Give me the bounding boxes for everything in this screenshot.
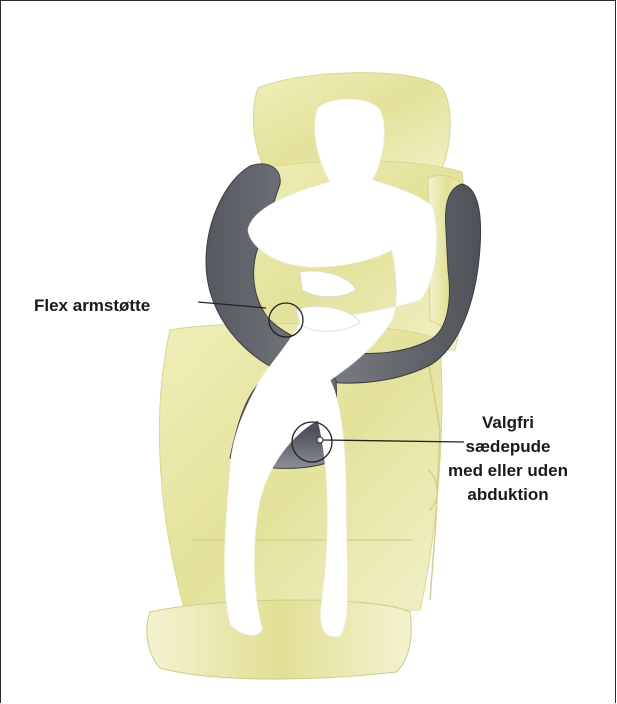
seat-cushion-label-line: Valgfri bbox=[432, 411, 584, 435]
seat-cushion-label-line: med eller uden bbox=[432, 459, 584, 483]
armrest-label: Flex armstøtte bbox=[34, 294, 150, 318]
footrest bbox=[147, 600, 411, 679]
seat-cushion-label-line: abduktion bbox=[432, 483, 584, 507]
seat-cushion-label-line: sædepude bbox=[432, 435, 584, 459]
cushion-callout-dot bbox=[317, 437, 323, 443]
seat-cushion-label: Valgfri sædepude med eller uden abduktio… bbox=[432, 411, 584, 507]
